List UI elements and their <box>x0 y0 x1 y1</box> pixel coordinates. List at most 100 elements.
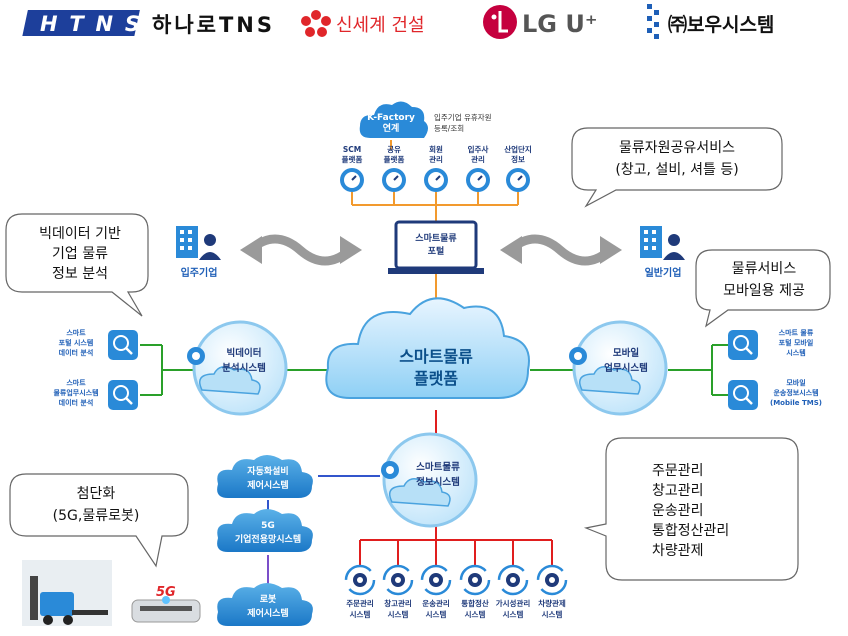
mobile-business-system[interactable]: 모바일 업무시스템 <box>569 320 668 416</box>
control-system-label-2: 제어시스템 <box>247 607 288 619</box>
tenant-label: 입주기업 <box>181 266 218 279</box>
info-system-label-1: 스마트물류 <box>416 461 460 473</box>
sub-system-label-1: 통합정산 <box>461 598 489 608</box>
kfactory-note-2: 등록/조회 <box>434 124 464 133</box>
shinsegae-flower-icon <box>301 10 331 37</box>
function-line-5: 차량관제 <box>652 543 704 559</box>
platform-label-1: 스마트물류 <box>399 347 473 366</box>
sub-system-label-1: 운송관리 <box>422 598 450 608</box>
sub-system-label-2: 시스템 <box>350 609 371 619</box>
kfactory-note-1: 입주기업 유휴자원 <box>434 113 492 122</box>
smart-logistics-portal[interactable]: 스마트물류 포털 <box>388 220 484 274</box>
building-person-icon <box>640 226 685 260</box>
control-system-label-1: 로봇 <box>260 594 277 605</box>
mobile-item-line-3: (Mobile TMS) <box>770 399 822 407</box>
function-line-2: 창고관리 <box>652 483 704 499</box>
bigdata-callout-line-3: 정보 분석 <box>52 266 108 282</box>
mobile-item-line-3: 시스템 <box>786 348 805 357</box>
function-line-3: 운송관리 <box>652 503 704 519</box>
tenant-company[interactable]: 입주기업 <box>176 226 221 279</box>
logo-shinsegae: 신세계 건설 <box>301 10 425 37</box>
module-label-2: 플랫폼 <box>342 154 363 164</box>
sub-system-label-2: 시스템 <box>426 609 447 619</box>
mobile-item-line-2: 포털 모바일 <box>779 338 814 347</box>
bigdata-item-line-3: 데이터 분석 <box>59 348 94 357</box>
wave-arrow-right <box>500 234 622 266</box>
logo-shinsegae-text: 신세계 건설 <box>336 15 425 36</box>
sub-system-label-2: 시스템 <box>542 609 563 619</box>
mobile-system-label-1: 모바일 <box>613 347 639 359</box>
bigdata-analysis-system[interactable]: 빅데이터 분석시스템 <box>187 320 288 416</box>
gauge-icon <box>466 168 490 192</box>
logo-bowoo: ㈜보우시스템 <box>647 4 774 39</box>
bigdata-callout-line-2: 기업 물류 <box>52 246 108 262</box>
gear-cycle-icon <box>459 564 491 596</box>
gear-cycle-icon <box>497 564 529 596</box>
gauge-icon <box>424 168 448 192</box>
smart-logistics-platform[interactable]: 스마트물류 플랫폼 <box>325 297 530 399</box>
control-system-label-1: 자동화설비 <box>247 465 288 477</box>
portal-connectors <box>351 140 519 300</box>
mobile-item-line-2: 운송정보시스템 <box>773 388 818 397</box>
bigdata-system-label-2: 분석시스템 <box>222 362 266 374</box>
general-label: 일반기업 <box>645 266 682 279</box>
mobile-service-line-1: 물류서비스 <box>732 261 797 277</box>
resource-sharing-line-1: 물류자원공유서비스 <box>619 140 735 156</box>
module-label-2: 정보 <box>511 154 525 164</box>
callout-bigdata: 빅데이터 기반 기업 물류 정보 분석 <box>5 213 149 317</box>
general-company[interactable]: 일반기업 <box>640 226 685 279</box>
gauge-icon <box>506 168 530 192</box>
analytics-icon <box>728 380 758 410</box>
kfactory-cloud[interactable]: K-Factory 연계 <box>359 101 428 138</box>
gauge-icon <box>340 168 364 192</box>
control-system-label-2: 제어시스템 <box>247 479 288 491</box>
module-label-1: 입주사 <box>468 144 489 154</box>
gear-cycle-icon <box>344 564 376 596</box>
sub-system-label-1: 가시성관리 <box>496 598 531 608</box>
building-person-icon <box>176 226 221 260</box>
bigdata-item-line-1: 스마트 <box>66 328 86 337</box>
logo-lg-text: LG U⁺ <box>522 10 598 38</box>
logo-hanaro: 하나로TNS <box>152 13 272 37</box>
gauge-icon <box>382 168 406 192</box>
bigdata-item-line-1: 스마트 <box>66 378 86 387</box>
gear-cycle-icon <box>420 564 452 596</box>
portal-label-1: 스마트물류 <box>415 232 456 244</box>
mobile-item-line-1: 모바일 <box>786 378 805 387</box>
bigdata-item-line-2: 포털 시스템 <box>59 338 94 347</box>
sub-system-label-1: 주문관리 <box>346 598 374 608</box>
wave-arrow-left <box>240 234 362 266</box>
analytics-icon <box>728 330 758 360</box>
gear-cycle-icon <box>382 564 414 596</box>
platform-label-2: 플랫폼 <box>414 369 458 388</box>
mobile-service-line-2: 모바일용 제공 <box>723 283 805 299</box>
advanced-line-1: 첨단화 <box>77 486 116 502</box>
sub-system-label-1: 차량관제 <box>538 598 566 608</box>
smart-logistics-info-system[interactable]: 스마트물류 정보시스템 <box>381 432 478 528</box>
callout-resource-sharing: 물류자원공유서비스 (창고, 설비, 셔틀 등) <box>571 127 783 208</box>
sub-system-label-2: 시스템 <box>465 609 486 619</box>
analytics-icon <box>108 380 138 410</box>
function-line-1: 주문관리 <box>652 463 704 479</box>
module-label-1: 공유 <box>387 145 401 154</box>
